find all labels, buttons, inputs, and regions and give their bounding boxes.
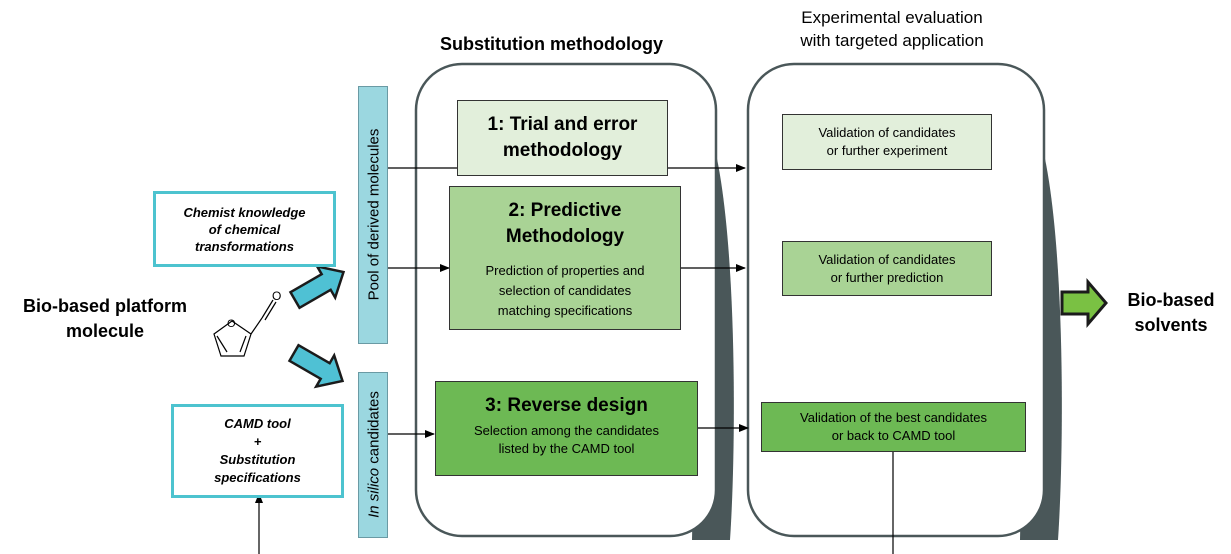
- method-3-desc2: listed by the CAMD tool: [498, 441, 635, 456]
- method-2-box: 2: Predictive Methodology Prediction of …: [449, 186, 681, 330]
- method-1-title-line1: 1: Trial and error: [487, 114, 638, 135]
- camd-line2: Substitution: [219, 452, 296, 467]
- solvents-line2: solvents: [1134, 315, 1208, 335]
- in-silico-candidates-label: In silico candidates: [366, 372, 383, 538]
- bio-based-solvents-label: Bio-based solvents: [1112, 288, 1230, 338]
- method-3-title: 3: Reverse design: [485, 395, 648, 416]
- method-3-description: Selection among the candidates listed by…: [436, 422, 697, 458]
- output-arrow: [1060, 277, 1108, 329]
- method-1-title-line2: methodology: [502, 140, 623, 161]
- pool-derived-molecules-label: Pool of derived molecules: [365, 128, 383, 301]
- in-silico-candidates-bar: In silico candidates: [358, 372, 388, 538]
- camd-plus: +: [253, 434, 262, 449]
- validation-3-line1: Validation of the best candidates: [800, 410, 987, 425]
- chemist-line1: Chemist knowledge: [183, 204, 306, 220]
- furfural-structure-icon: [213, 299, 277, 357]
- method-2-desc3: matching specifications: [497, 303, 633, 318]
- chemist-line2: of chemical: [208, 221, 281, 237]
- chemist-line3: transformations: [195, 238, 294, 254]
- method-3-desc1: Selection among the candidates: [473, 423, 659, 438]
- method-2-desc2: selection of candidates: [498, 283, 632, 298]
- substitution-title: Substitution methodology: [440, 34, 663, 54]
- method-2-description: Prediction of properties and selection o…: [450, 261, 680, 321]
- camd-line3: specifications: [214, 470, 301, 485]
- solvents-line1: Bio-based: [1127, 290, 1215, 310]
- platform-line1: Bio-based platform: [22, 296, 187, 316]
- method-2-title: 2: Predictive Methodology: [450, 198, 680, 250]
- camd-line1: CAMD tool: [224, 416, 291, 431]
- experimental-title-line1: Experimental evaluation: [801, 8, 983, 27]
- in-silico-italic: In silico: [365, 467, 383, 518]
- method-2-title-line1: 2: Predictive: [508, 200, 622, 221]
- input-arrow-upper: [288, 264, 346, 310]
- method-1-box: 1: Trial and error methodology: [457, 100, 668, 176]
- camd-tool-box: CAMD tool + Substitution specifications: [171, 404, 344, 498]
- validation-2-line1: Validation of candidates: [818, 251, 956, 267]
- validation-1-line1: Validation of candidates: [818, 125, 956, 140]
- platform-line2: molecule: [65, 321, 145, 341]
- pool-derived-molecules-bar: Pool of derived molecules: [358, 86, 388, 344]
- input-arrow-lower: [287, 343, 345, 389]
- method-3-box: 3: Reverse design Selection among the ca…: [435, 381, 698, 476]
- in-silico-rest: candidates: [365, 391, 383, 468]
- experimental-title: Experimental evaluation with targeted ap…: [760, 6, 1024, 52]
- ring-oxygen-atom: O: [227, 318, 236, 330]
- validation-2-line2: or further prediction: [830, 269, 944, 285]
- validation-2-box: Validation of candidates or further pred…: [782, 241, 992, 296]
- validation-3-box: Validation of the best candidates or bac…: [761, 402, 1026, 452]
- experimental-title-line2: with targeted application: [800, 31, 984, 50]
- validation-3-line2: or back to CAMD tool: [831, 428, 956, 443]
- validation-1-box: Validation of candidates or further expe…: [782, 114, 992, 170]
- validation-1-line2: or further experiment: [826, 143, 948, 158]
- aldehyde-oxygen-atom: O: [272, 289, 281, 303]
- platform-molecule-label: Bio-based platform molecule: [2, 294, 208, 344]
- chemist-knowledge-box: Chemist knowledge of chemical transforma…: [153, 191, 336, 267]
- method-2-title-line2: Methodology: [505, 226, 625, 247]
- method-2-desc1: Prediction of properties and: [485, 263, 645, 278]
